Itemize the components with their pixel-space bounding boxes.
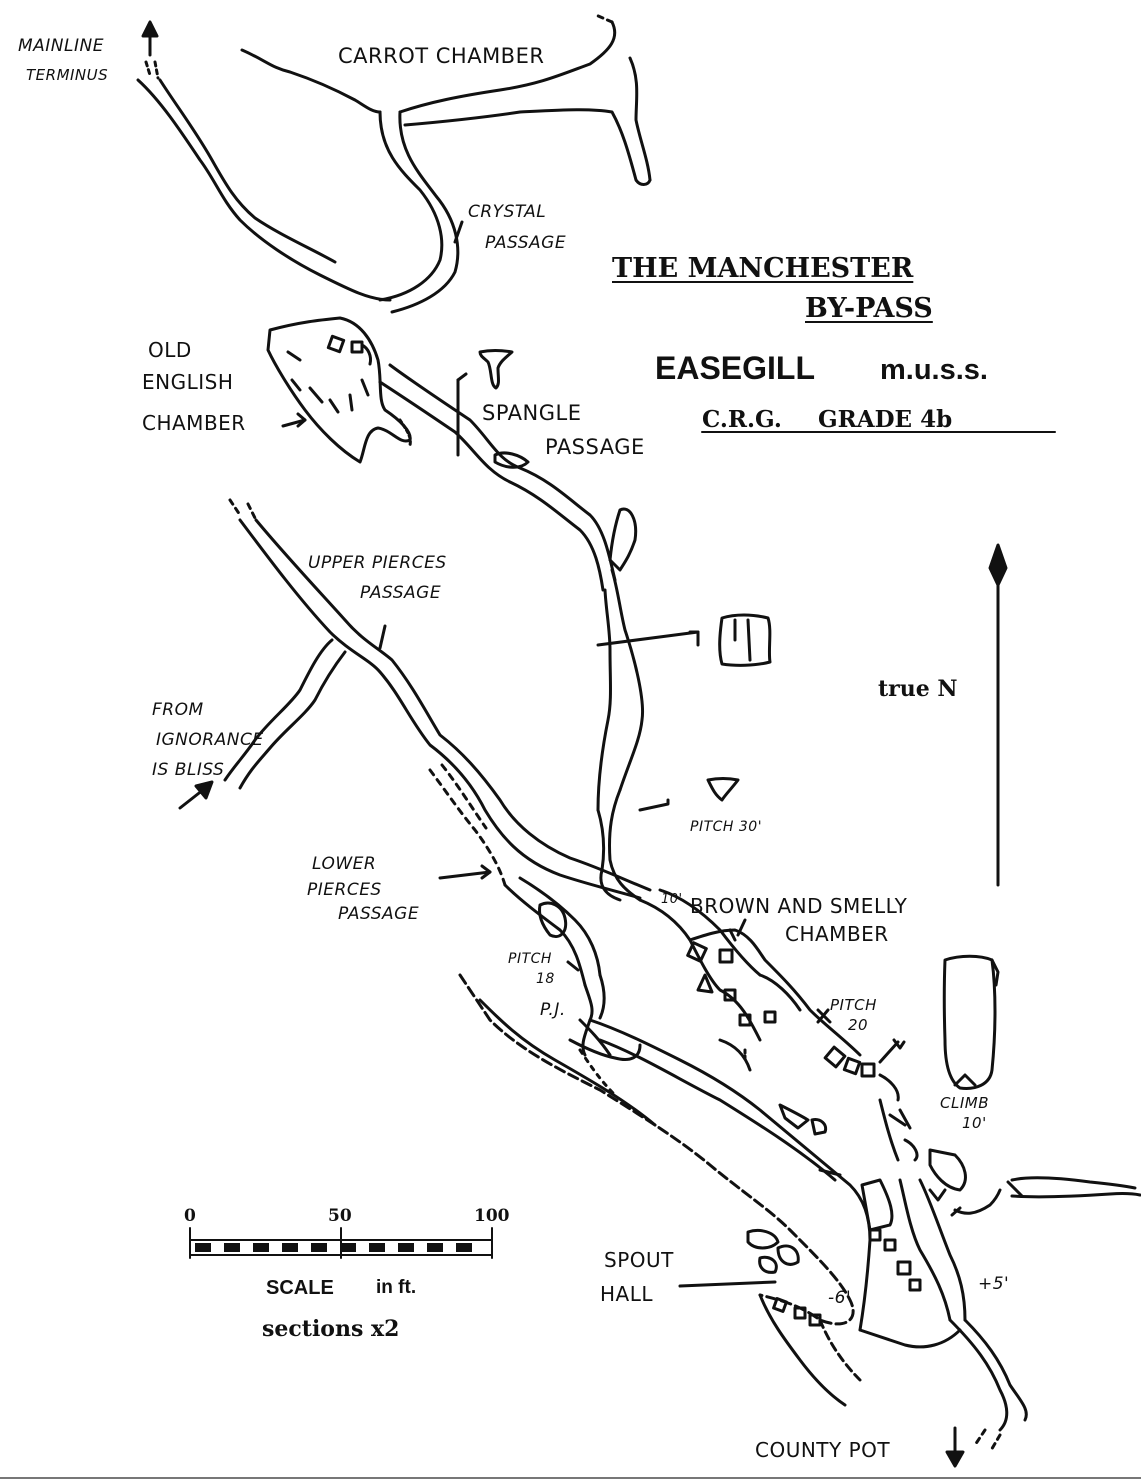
brown-and-smelly-chamber (638, 888, 862, 1072)
label-county-pot: COUNTY POT (755, 1438, 891, 1462)
lower-streamway (458, 973, 1028, 1454)
title-line1: THE MANCHESTER (612, 253, 914, 284)
label-spangle: SPANGLE (482, 401, 582, 425)
label-crystal: CRYSTAL (468, 202, 547, 222)
club-name: m.u.s.s. (880, 354, 988, 386)
label-brown-chamber: CHAMBER (785, 922, 889, 946)
lower-pierces-passage (428, 763, 606, 1057)
label-upper-passage: PASSAGE (360, 583, 442, 603)
label-pitch-18: PITCH (508, 951, 552, 967)
label-10ft: 10' (661, 892, 683, 907)
label-pitch-18-depth: 18 (536, 971, 555, 987)
label-from: FROM (152, 700, 204, 720)
north-label: true N (878, 676, 958, 702)
label-lower-passage: PASSAGE (338, 904, 420, 924)
label-spout: SPOUT (604, 1248, 674, 1272)
label-spangle-passage: PASSAGE (545, 435, 645, 459)
label-plus-5: +5' (978, 1274, 1010, 1294)
label-old: OLD (148, 338, 192, 362)
label-hall: HALL (600, 1282, 654, 1306)
cave-name: EASEGILL (655, 350, 816, 386)
label-english: ENGLISH (142, 370, 234, 394)
upper-pierces-passage (223, 498, 652, 900)
mainline-passage (136, 78, 460, 314)
scale-tick-0: 0 (184, 1206, 196, 1226)
label-mainline: MAINLINE (18, 36, 104, 56)
label-carrot-chamber: CARROT CHAMBER (338, 44, 545, 68)
county-pot-arrow-icon (945, 1426, 965, 1468)
crystal-pointer (453, 220, 464, 244)
label-pitch-20: PITCH (830, 996, 877, 1014)
grade-prefix: C.R.G. (702, 406, 782, 433)
scale-bar (189, 1227, 493, 1259)
scale-unit: in ft. (376, 1277, 417, 1298)
cross-section-symbols (478, 349, 1141, 1199)
label-crystal-passage: PASSAGE (485, 233, 567, 253)
title-line2: BY-PASS (805, 293, 933, 324)
scale-label: SCALE (266, 1277, 334, 1299)
from-arrow-icon (178, 780, 214, 810)
label-ignorance: IGNORANCE (156, 730, 264, 750)
spout-hall-boulders (678, 1228, 822, 1327)
boulder-cluster (778, 1038, 967, 1192)
scale-tick-100: 100 (474, 1206, 510, 1226)
label-upper-pierces: UPPER PIERCES (308, 553, 447, 573)
old-english-chamber (266, 316, 412, 464)
carrot-chamber-outline (240, 13, 652, 186)
label-brown-smelly: BROWN AND SMELLY (690, 894, 908, 918)
label-is-bliss: IS BLISS (152, 760, 225, 780)
label-minus-6: -6' (828, 1288, 852, 1308)
label-lower: LOWER (312, 854, 377, 874)
mainline-arrow-icon (141, 20, 160, 80)
label-climb-height: 10' (962, 1114, 987, 1132)
pj-side-passage (568, 1018, 642, 1097)
north-arrow-icon (988, 543, 1008, 887)
grade-label: GRADE 4b (818, 406, 953, 433)
label-terminus: TERMINUS (26, 66, 109, 84)
sections-note: sections x2 (262, 1316, 400, 1342)
scale-tick-50: 50 (328, 1206, 352, 1226)
label-climb: CLIMB (940, 1094, 989, 1112)
label-pierces: PIERCES (307, 880, 382, 900)
spangle-passage (378, 363, 645, 902)
label-chamber: CHAMBER (142, 411, 246, 435)
label-pj: P.J. (540, 1000, 566, 1020)
label-pitch-20-depth: 20 (848, 1016, 869, 1034)
label-pitch-30: PITCH 30' (690, 819, 763, 835)
